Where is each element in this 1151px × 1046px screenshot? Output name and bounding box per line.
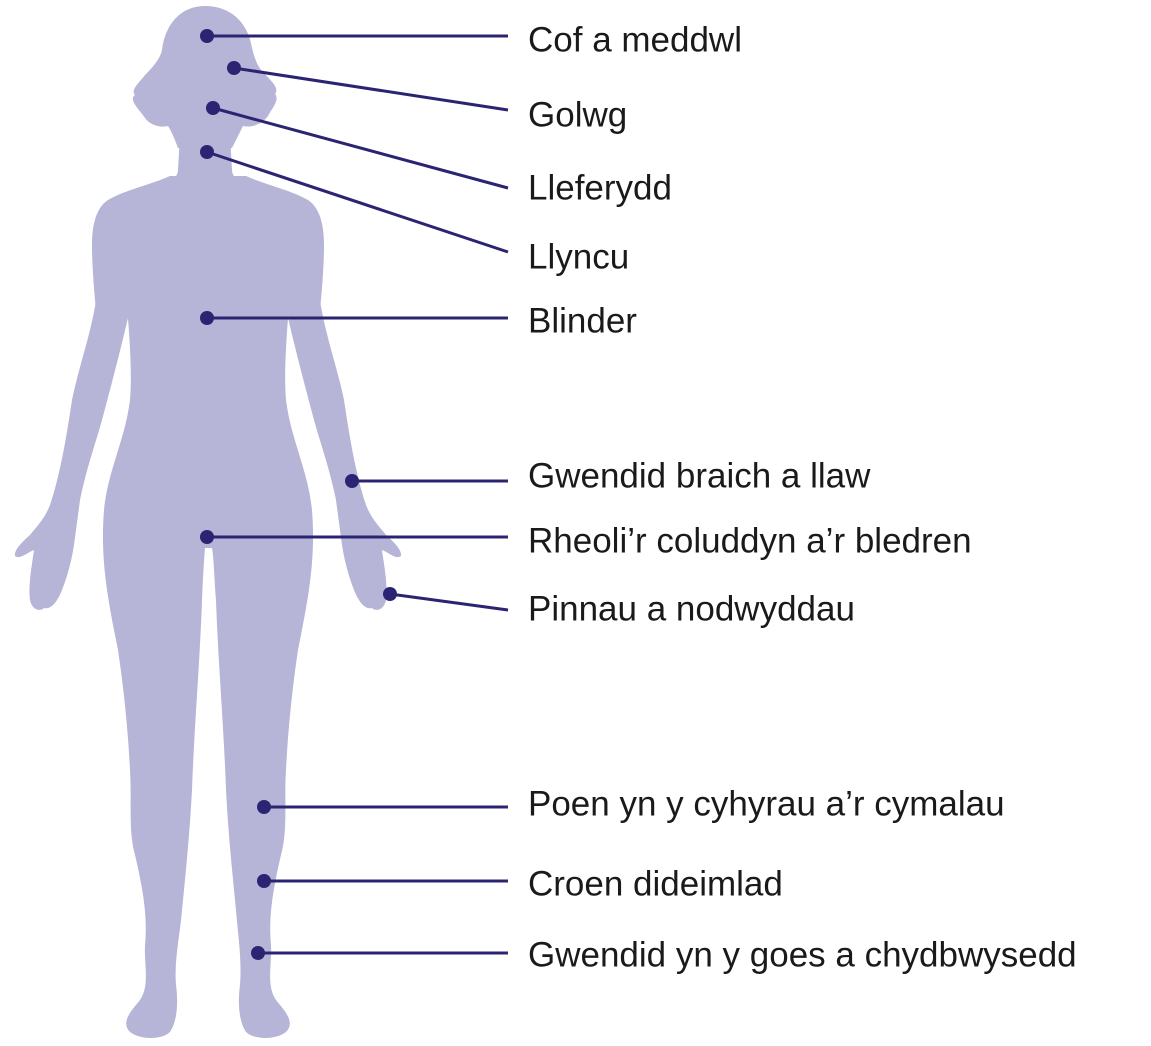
human-body-silhouette	[15, 6, 401, 1038]
label-bladder-bowel: Rheoli’r coluddyn a’r bledren	[528, 521, 972, 560]
callout-pins-needles: Pinnau a nodwyddau	[383, 587, 855, 628]
callout-dot	[206, 101, 220, 115]
callout-leg-weakness: Gwendid yn y goes a chydbwysedd	[251, 935, 1077, 974]
label-numb-skin: Croen dideimlad	[528, 864, 783, 903]
callout-dot	[227, 61, 241, 75]
callout-dot	[200, 311, 214, 325]
callout-arm-weakness: Gwendid braich a llaw	[345, 456, 871, 495]
label-arm-weakness: Gwendid braich a llaw	[528, 456, 871, 495]
callout-dot	[257, 800, 271, 814]
label-vision: Golwg	[528, 95, 627, 134]
label-memory: Cof a meddwl	[528, 20, 742, 59]
callout-dot	[200, 145, 214, 159]
callout-vision: Golwg	[227, 61, 627, 134]
label-speech: Lleferydd	[528, 168, 672, 207]
label-leg-weakness: Gwendid yn y goes a chydbwysedd	[528, 935, 1077, 974]
callout-dot	[251, 946, 265, 960]
callout-dot	[345, 474, 359, 488]
callout-line	[390, 594, 508, 610]
label-swallowing: Llyncu	[528, 237, 629, 276]
head-hair-shape	[133, 6, 277, 148]
callout-memory: Cof a meddwl	[200, 20, 742, 59]
callout-dot	[383, 587, 397, 601]
callouts: Cof a meddwlGolwgLleferyddLlyncuBlinderG…	[200, 20, 1077, 974]
label-fatigue: Blinder	[528, 301, 637, 340]
callout-muscle-pain: Poen yn y cyhyrau a’r cymalau	[257, 784, 1005, 823]
callout-bladder-bowel: Rheoli’r coluddyn a’r bledren	[200, 521, 972, 560]
callout-dot	[200, 29, 214, 43]
callout-line	[213, 108, 508, 188]
callout-dot	[257, 874, 271, 888]
label-pins-needles: Pinnau a nodwyddau	[528, 589, 855, 628]
torso-legs-shape	[92, 176, 324, 1038]
label-muscle-pain: Poen yn y cyhyrau a’r cymalau	[528, 784, 1005, 823]
callout-dot	[200, 530, 214, 544]
callout-numb-skin: Croen dideimlad	[257, 864, 783, 903]
